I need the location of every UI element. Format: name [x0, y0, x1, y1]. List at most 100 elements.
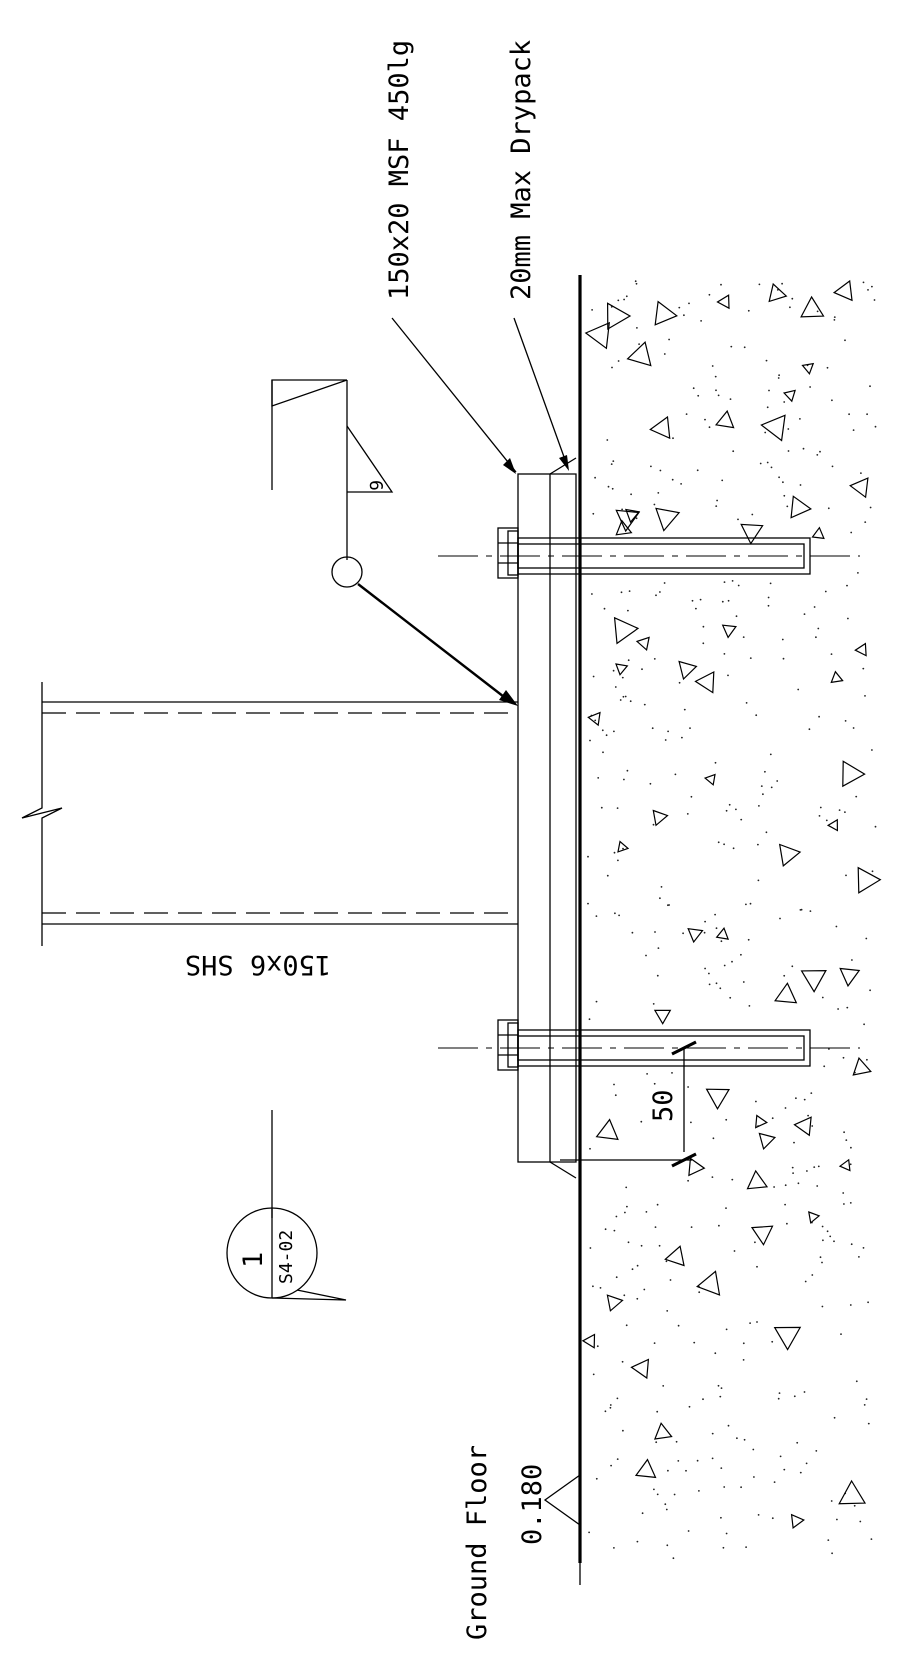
base-plate — [517, 473, 551, 1163]
hatch-dot — [656, 1493, 659, 1496]
hatch-dot — [617, 299, 620, 302]
hatch-dot — [833, 1240, 835, 1243]
hatch-dot — [840, 1333, 842, 1335]
hatch-dot — [715, 982, 718, 985]
hatch-dot — [612, 460, 615, 462]
hatch-dot — [695, 607, 697, 610]
hatch-dot — [855, 795, 858, 798]
hatch-dot — [778, 1392, 781, 1394]
hatch-dot — [624, 695, 627, 698]
hatch-dot — [782, 481, 784, 484]
hatch-dot — [867, 1301, 869, 1304]
hatch-dot — [721, 479, 724, 482]
hatch-dot — [844, 720, 847, 722]
hatch-dot — [748, 1005, 751, 1007]
hatch-dot — [729, 996, 732, 999]
hatch-dot — [858, 1256, 860, 1258]
hatch-dot — [846, 584, 848, 587]
hatch-aggregate — [630, 1358, 650, 1380]
hatch-dot — [819, 450, 821, 453]
hatch-dot — [622, 1429, 624, 1432]
hatch-dot — [587, 855, 589, 858]
hatch-dot — [778, 476, 780, 479]
hatch-dot — [849, 1163, 852, 1166]
hatch-dot — [826, 366, 829, 369]
hatch-dot — [668, 338, 670, 341]
hatch-dot — [783, 494, 786, 497]
hatch-dot — [643, 703, 646, 706]
hatch-aggregate — [773, 1326, 802, 1351]
hatch-dot — [589, 1247, 592, 1249]
hatch-dot — [603, 607, 606, 610]
hatch-dot — [723, 581, 726, 583]
hatch-dot — [732, 450, 735, 453]
hatch-dot — [852, 727, 855, 729]
hatch-dot — [758, 805, 760, 807]
hatch-dot — [629, 700, 632, 703]
hatch-dot — [708, 293, 711, 296]
hatch-aggregate — [687, 927, 704, 944]
hatch-dot — [838, 809, 841, 811]
hatch-dot — [622, 847, 624, 850]
hatch-aggregate — [721, 624, 737, 639]
hatch-aggregate — [634, 1458, 657, 1479]
hatch-dot — [821, 996, 824, 999]
hatch-dot — [862, 281, 865, 284]
hatch-dot — [737, 518, 739, 521]
hatch-aggregate — [615, 519, 633, 536]
hatch-aggregate — [705, 1088, 731, 1110]
hatch-aggregate — [857, 866, 882, 894]
hatch-dot — [769, 753, 772, 756]
hatch-dot — [857, 572, 859, 574]
hatch-dot — [791, 965, 794, 968]
hatch-aggregate — [790, 495, 812, 519]
hatch-aggregate — [842, 760, 866, 788]
hatch-aggregate — [782, 389, 796, 403]
hatch-dot — [740, 818, 743, 821]
hatch-dot — [612, 669, 615, 672]
hatch-dot — [618, 914, 620, 917]
hatch-aggregate — [716, 294, 730, 310]
hatch-dot — [677, 1324, 680, 1327]
hatch-dot — [784, 1203, 786, 1206]
hatch-dot — [786, 505, 789, 508]
hatch-dot — [821, 1225, 824, 1228]
hatch-aggregate — [826, 818, 839, 832]
hatch-dot — [714, 375, 717, 378]
hatch-dot — [711, 1176, 714, 1178]
hatch-dot — [627, 659, 630, 662]
hatch-dot — [645, 954, 647, 957]
hatch-dot — [869, 506, 872, 509]
hatch-dot — [656, 1203, 659, 1206]
hatch-dot — [613, 1229, 616, 1232]
hatch-dot — [767, 604, 770, 607]
hatch-dot — [662, 1385, 665, 1387]
hatch-dot — [849, 1202, 852, 1204]
hatch-dot — [862, 1247, 865, 1249]
hatch-aggregate — [584, 321, 611, 350]
hatch-dot — [614, 912, 616, 915]
hatch-dot — [749, 1322, 751, 1324]
hatch-dot — [813, 1166, 816, 1168]
hatch-dot — [723, 964, 726, 967]
hatch-dot — [732, 847, 735, 850]
hatch-dot — [784, 1184, 787, 1187]
hatch-aggregate — [750, 1225, 774, 1246]
hatch-dot — [663, 353, 666, 355]
hatch-dot — [626, 769, 629, 772]
hatch-aggregate — [688, 1157, 706, 1177]
hatch-dot — [809, 386, 811, 388]
hatch-dot — [842, 1056, 845, 1059]
hatch-dot — [696, 469, 699, 472]
hatch-dot — [871, 285, 873, 288]
hatch-dot — [869, 989, 871, 992]
hatch-dot — [816, 1185, 819, 1187]
hatch-dot — [723, 843, 725, 846]
hatch-dot — [833, 1416, 836, 1419]
hatch-dot — [768, 389, 770, 392]
hatch-dot — [683, 314, 685, 317]
hatch-dot — [636, 1540, 639, 1543]
hatch-dot — [667, 1469, 669, 1472]
hatch-dot — [700, 320, 702, 322]
hatch-dot — [766, 461, 769, 464]
